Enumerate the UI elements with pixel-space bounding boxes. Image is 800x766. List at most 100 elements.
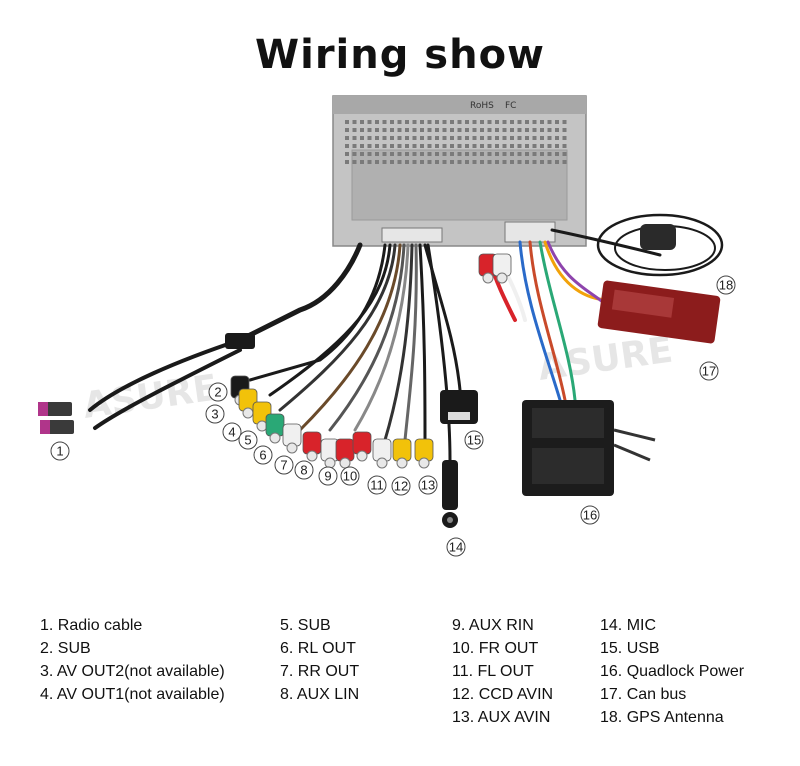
vent-hole	[457, 160, 462, 164]
callout-circle	[318, 466, 338, 486]
vent-hole	[532, 144, 537, 148]
legend-item: 11. FL OUT	[452, 663, 534, 680]
vent-hole	[540, 136, 544, 140]
vent-hole	[397, 136, 402, 140]
vent-hole	[367, 152, 372, 156]
vent-hole	[382, 160, 387, 164]
vent-hole	[502, 152, 507, 156]
vent-hole	[345, 120, 349, 124]
vent-hole	[472, 120, 477, 124]
vent-hole	[412, 152, 417, 156]
vent-hole	[480, 152, 484, 156]
callout-number: 15	[467, 433, 481, 448]
vent-hole	[360, 120, 364, 124]
vent-hole	[450, 120, 454, 124]
vent-hole	[390, 144, 394, 148]
vent-hole	[487, 120, 492, 124]
vent-hole	[480, 120, 484, 124]
vent-hole	[420, 128, 424, 132]
vent-hole	[502, 136, 507, 140]
callout-circle	[446, 537, 466, 557]
vent-hole	[405, 120, 409, 124]
callout-circle	[391, 476, 411, 496]
mic-jack	[442, 460, 458, 528]
callout-circle	[464, 430, 484, 450]
vent-hole	[427, 144, 432, 148]
wiring-diagram: FC RoHS ASURE ASURE	[38, 95, 736, 557]
callout-circle	[340, 466, 360, 486]
vent-hole	[532, 152, 537, 156]
callout-number: 9	[324, 469, 331, 484]
vent-hole	[382, 128, 387, 132]
vent-hole	[442, 136, 447, 140]
vent-hole	[547, 144, 552, 148]
vent-hole	[345, 144, 349, 148]
legend-item: 10. FR OUT	[452, 640, 539, 657]
callout-number: 1	[56, 444, 63, 459]
callout-circle	[274, 455, 294, 475]
vent-hole	[375, 136, 379, 140]
vent-hole	[360, 152, 364, 156]
vent-hole	[562, 120, 567, 124]
vent-hole	[502, 144, 507, 148]
legend-column-4: 14. MIC 15. USB 16. Quadlock Power 17. C…	[600, 614, 744, 729]
vent-hole	[532, 128, 537, 132]
vent-hole	[375, 144, 379, 148]
legend-item: 8. AUX LIN	[280, 686, 360, 703]
rca-tip	[376, 457, 388, 469]
vent-hole	[352, 120, 357, 124]
vent-hole	[382, 144, 387, 148]
callout-number: 5	[244, 433, 251, 448]
callout-number: 11	[370, 478, 384, 493]
vent-hole	[427, 128, 432, 132]
vent-hole	[345, 128, 349, 132]
callout-circle	[294, 460, 314, 480]
vent-hole	[420, 136, 424, 140]
fcc-mark: FC	[505, 101, 516, 111]
gps-antenna	[596, 213, 724, 277]
vent-hole	[412, 160, 417, 164]
vent-hole	[382, 152, 387, 156]
legend-column-2: 5. SUB 6. RL OUT 7. RR OUT 8. AUX LIN	[280, 614, 359, 706]
vent-hole	[525, 152, 529, 156]
vent-hole	[405, 152, 409, 156]
vent-hole	[510, 128, 514, 132]
vent-hole	[427, 152, 432, 156]
vent-hole	[510, 136, 514, 140]
vent-hole	[525, 160, 529, 164]
vent-hole	[352, 152, 357, 156]
vent-hole	[540, 144, 544, 148]
vent-hole	[487, 152, 492, 156]
vent-hole	[465, 152, 469, 156]
legend-item: 12. CCD AVIN	[452, 686, 554, 703]
legend-item: 5. SUB	[280, 617, 331, 634]
vent-hole	[405, 160, 409, 164]
vent-hole	[352, 128, 357, 132]
vent-hole	[435, 144, 439, 148]
vent-hole	[465, 128, 469, 132]
vent-hole	[435, 120, 439, 124]
rca-tip	[286, 442, 298, 454]
vent-hole	[457, 128, 462, 132]
callout-number: 17	[702, 364, 716, 379]
vent-hole	[412, 120, 417, 124]
vent-hole	[495, 160, 499, 164]
vent-hole	[525, 136, 529, 140]
vent-hole	[457, 136, 462, 140]
vent-hole	[397, 128, 402, 132]
vent-hole	[360, 136, 364, 140]
callout-circle	[699, 361, 719, 381]
vent-hole	[420, 160, 424, 164]
callout-number: 12	[394, 479, 408, 494]
vent-hole	[405, 136, 409, 140]
usb-connector	[440, 390, 478, 424]
vent-hole	[442, 152, 447, 156]
vent-hole	[412, 136, 417, 140]
vent-hole	[405, 144, 409, 148]
callout-circle	[367, 475, 387, 495]
vent-hole	[472, 144, 477, 148]
vent-hole	[390, 152, 394, 156]
vent-hole	[450, 128, 454, 132]
rca-tip	[324, 457, 336, 469]
rca-tip	[269, 432, 281, 444]
